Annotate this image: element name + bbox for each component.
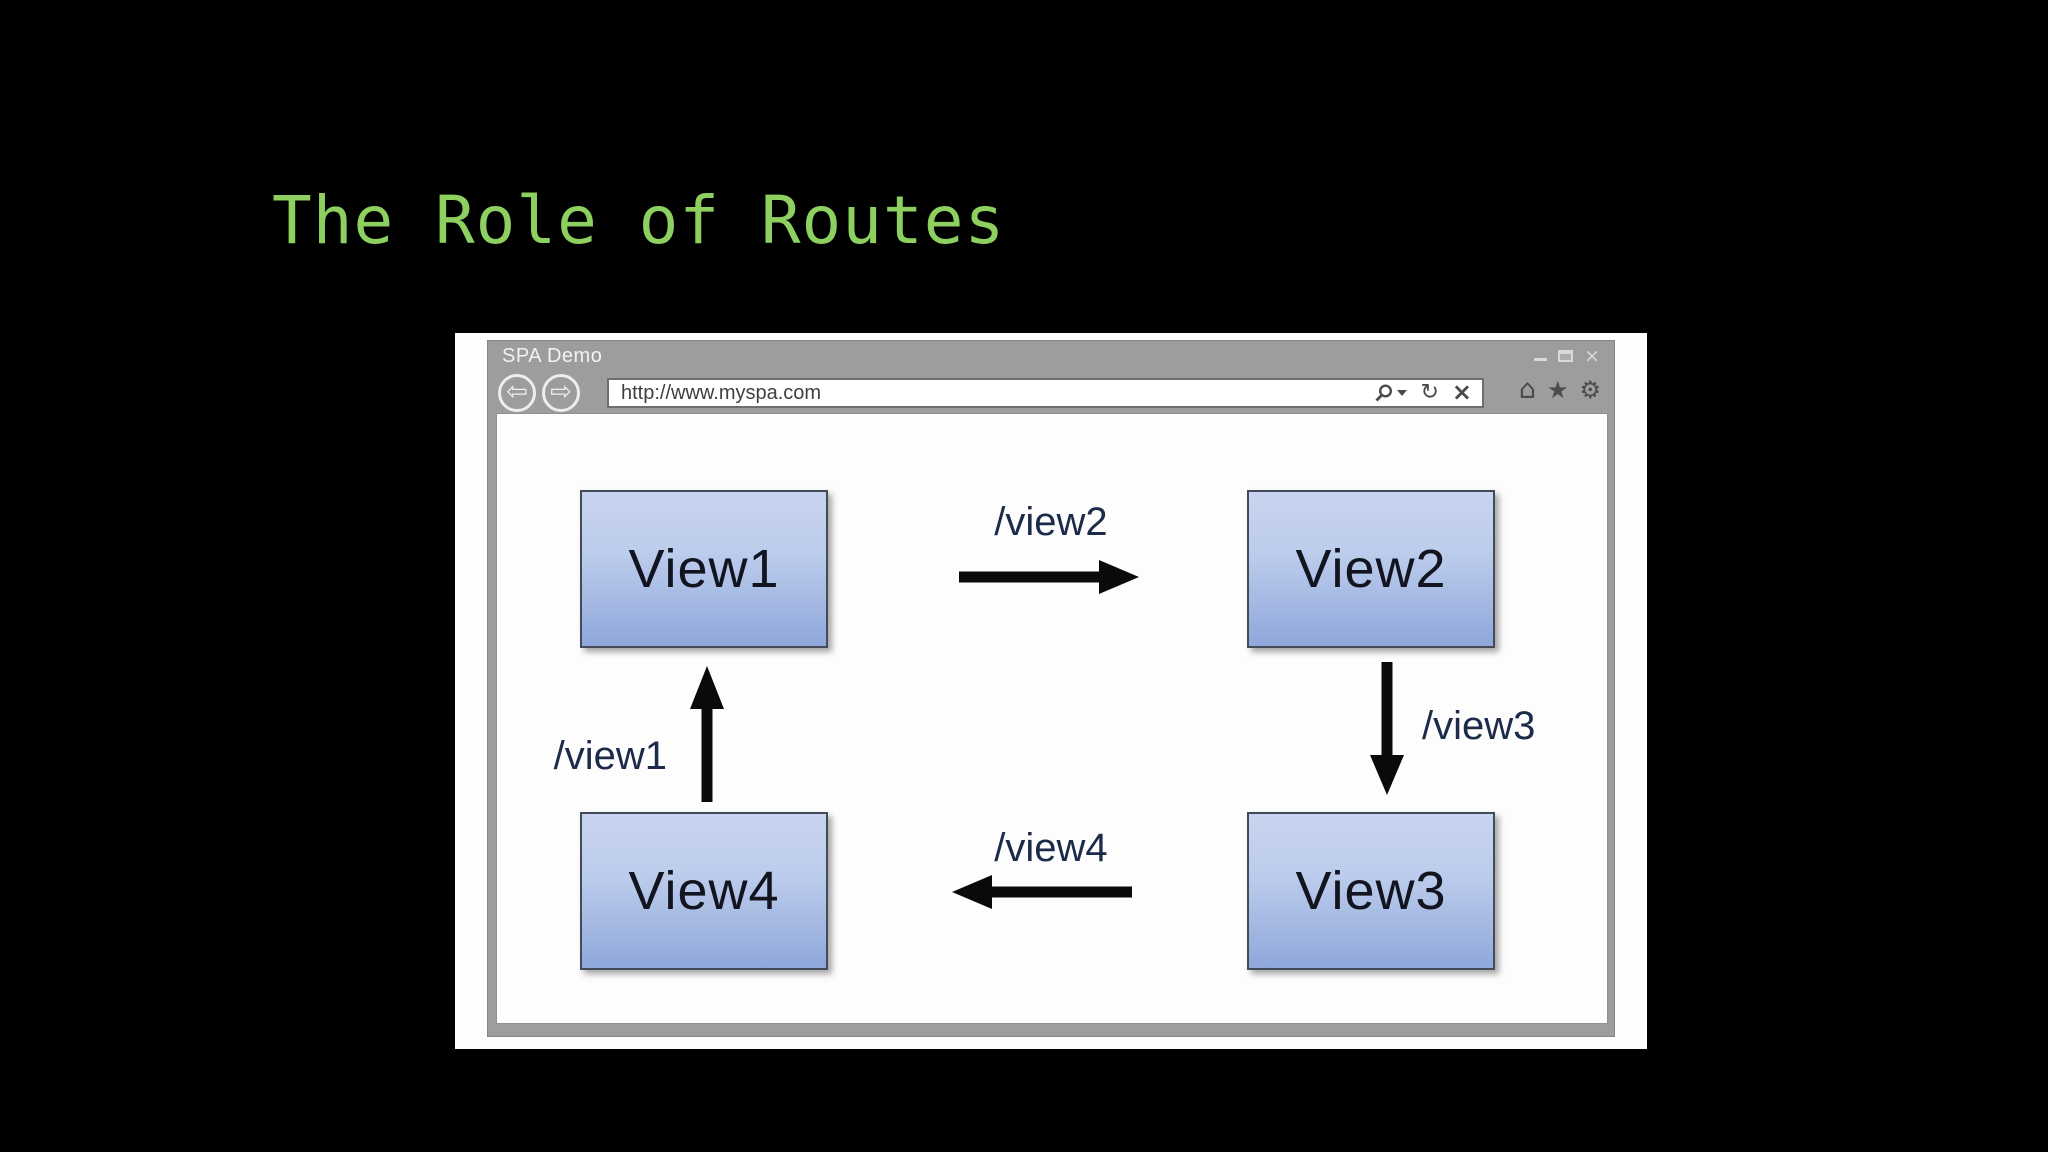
maximize-icon — [1558, 350, 1574, 362]
forward-button[interactable]: ⇨ — [542, 374, 580, 412]
close-icon: × — [1584, 345, 1600, 367]
refresh-icon[interactable]: ↻ — [1420, 380, 1439, 405]
node-view3: View3 — [1247, 812, 1495, 970]
back-arrow-icon: ⇦ — [506, 377, 528, 407]
magnifier-glyph — [1375, 383, 1393, 401]
page-title: The Role of Routes — [272, 182, 1006, 259]
window-title: SPA Demo — [502, 345, 603, 367]
route-label-view4: /view4 — [994, 826, 1108, 870]
forward-arrow-icon: ⇨ — [550, 377, 572, 407]
url-bar-icons: ↻ × — [1373, 378, 1482, 406]
browser-action-icons: ⌂ ★ ⚙ — [1519, 376, 1601, 403]
window-titlebar: SPA Demo × — [488, 341, 1614, 371]
arrow-up-icon — [689, 664, 725, 802]
close-button[interactable]: × — [1584, 346, 1600, 366]
arrow-left-icon — [952, 874, 1132, 910]
node-view1: View1 — [580, 490, 828, 648]
stop-icon[interactable]: × — [1451, 378, 1472, 406]
search-icon[interactable] — [1373, 383, 1408, 404]
route-label-view3: /view3 — [1422, 704, 1536, 748]
minimize-button[interactable] — [1534, 346, 1548, 366]
spa-demo-figure: SPA Demo × ⇦ ⇨ http://www.myspa.com — [455, 333, 1647, 1049]
node-view2: View2 — [1247, 490, 1495, 648]
search-dropdown-caret-icon — [1397, 390, 1408, 396]
arrow-down-icon — [1369, 662, 1405, 795]
node-view4: View4 — [580, 812, 828, 970]
maximize-button[interactable] — [1558, 346, 1574, 366]
url-bar[interactable]: http://www.myspa.com ↻ × — [607, 378, 1484, 408]
route-label-view2: /view2 — [994, 500, 1108, 544]
route-label-view1: /view1 — [553, 734, 667, 778]
arrow-right-icon — [959, 559, 1139, 595]
home-icon[interactable]: ⌂ — [1518, 374, 1536, 405]
browser-content: View1 View2 View3 View4 /view2 /view3 /v… — [496, 413, 1608, 1024]
star-icon[interactable]: ★ — [1546, 375, 1569, 404]
browser-window: SPA Demo × ⇦ ⇨ http://www.myspa.com — [487, 340, 1615, 1037]
back-button[interactable]: ⇦ — [498, 374, 536, 412]
url-text[interactable]: http://www.myspa.com — [621, 381, 822, 404]
browser-toolbar: ⇦ ⇨ http://www.myspa.com ↻ × — [488, 371, 1614, 413]
minimize-icon — [1534, 357, 1548, 361]
gear-icon[interactable]: ⚙ — [1579, 375, 1601, 404]
window-controls: × — [1534, 341, 1600, 371]
